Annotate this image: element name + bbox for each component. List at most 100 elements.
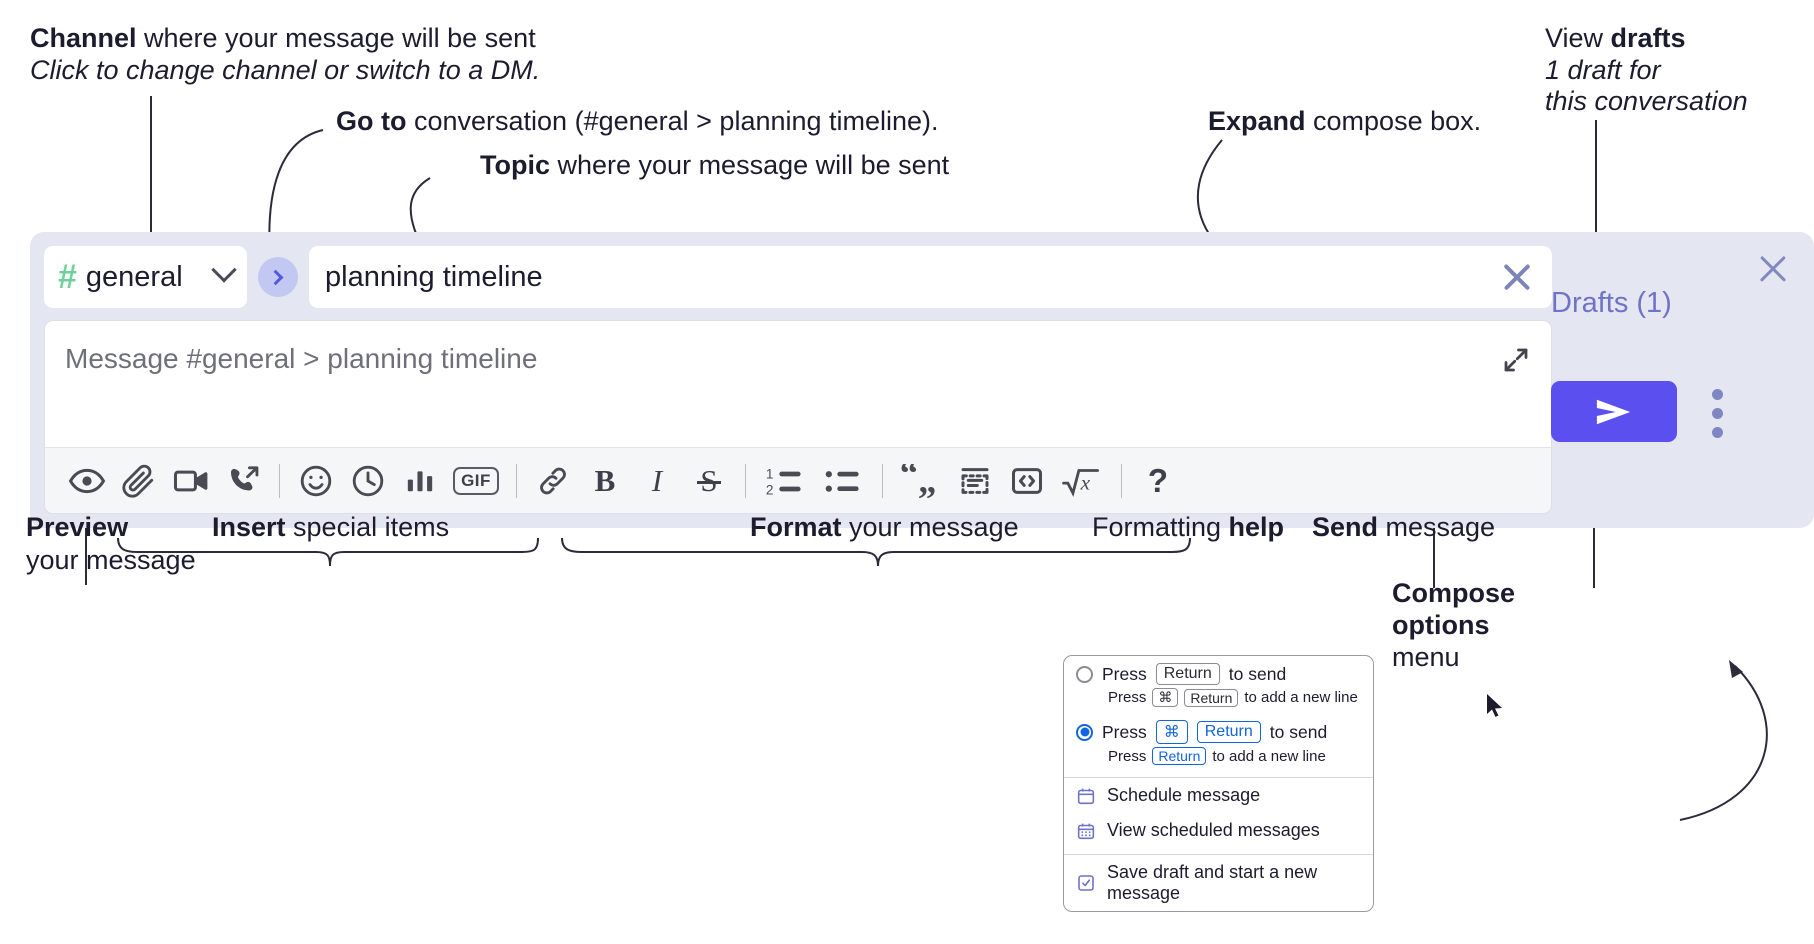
formatting-toolbar: GIF B I S 1 2 [45,447,1551,513]
blockquote-icon[interactable]: “ „ [893,455,949,507]
menu-divider [1064,777,1373,778]
calendar-grid-icon [1077,823,1095,839]
annotation-channel-sub: Click to change channel or switch to a D… [30,55,541,85]
clear-topic-icon[interactable] [1500,260,1534,294]
menu-item-view-scheduled[interactable]: View scheduled messages [1064,813,1373,848]
italic-label: I [651,462,663,498]
goto-conversation-button[interactable] [258,257,298,297]
send-option-row[interactable]: Press Return to send [1064,656,1373,687]
menu-item-label: Schedule message [1107,785,1261,805]
strikethrough-icon[interactable]: S [683,455,735,507]
mouse-cursor [1487,694,1502,717]
option-sub-post: to add a new line [1212,747,1326,765]
menu-item-label: View scheduled messages [1107,820,1320,840]
expand-icon[interactable] [1501,345,1531,375]
annotation-drafts-bold: drafts [1610,23,1686,53]
annotation-format-rest: your message [841,512,1019,542]
kebab-dot [1712,408,1723,419]
annotation-insert: Insert special items [212,512,449,544]
attachment-icon[interactable] [113,455,165,507]
compose-box: # general planning timeline Message #gen… [30,232,1814,528]
annotation-help-bold: help [1228,512,1285,542]
compose-header-row: # general planning timeline [44,246,1552,308]
annotation-goto-bold: Go to [336,106,407,136]
key-return: Return [1152,747,1207,765]
topic-value: planning timeline [325,260,543,293]
key-command: ⌘ [1152,688,1179,707]
clock-icon[interactable] [342,455,394,507]
annotation-help: Formatting help [1092,512,1284,544]
svg-text:1: 1 [766,466,774,481]
annotation-format: Format your message [750,512,1019,544]
calendar-icon [1077,788,1095,804]
drafts-link[interactable]: Drafts (1) [1551,287,1672,319]
math-icon[interactable]: x [1053,455,1111,507]
annotation-goto: Go to conversation (#general > planning … [336,106,939,138]
annotation-insert-bold: Insert [212,512,286,542]
link-icon[interactable] [527,455,579,507]
menu-item-schedule-message[interactable]: Schedule message [1064,778,1373,813]
annotation-send: Send message [1312,512,1495,544]
annotation-drafts-sub1: 1 draft for [1545,55,1661,85]
send-button[interactable] [1551,381,1677,442]
option-post: to send [1228,663,1287,684]
inline-code-icon[interactable] [1001,455,1053,507]
annotation-drafts-plain: View [1545,23,1611,53]
help-icon[interactable]: ? [1132,455,1184,507]
gif-label: GIF [453,466,499,495]
kebab-dot [1712,389,1723,400]
audio-call-icon[interactable] [217,455,269,507]
annotation-channel-rest: where your message will be sent [136,23,536,53]
compose-right-pane: Drafts (1) [1538,232,1814,528]
annotation-compose-options-bold2: options [1392,610,1490,640]
annotation-compose-options-1: Compose [1392,578,1515,610]
annotation-insert-rest: special items [285,512,450,542]
toolbar-divider [516,463,517,498]
menu-item-save-draft[interactable]: Save draft and start a new message [1064,855,1373,911]
emoji-icon[interactable] [290,455,342,507]
send-option-sub: Press Return to add a new line [1064,746,1373,771]
toolbar-divider [279,463,280,498]
toolbar-divider [882,463,883,498]
bold-label: B [594,462,616,498]
compose-options-menu: Press Return to send Press ⌘ Return to a… [1063,655,1374,912]
option-sub-pre: Press [1108,689,1147,706]
compose-options-button[interactable] [1712,389,1724,446]
compose-main-column: # general planning timeline Message #gen… [44,246,1552,514]
italic-icon[interactable]: I [631,455,683,507]
toolbar-divider [745,463,746,498]
message-input-area[interactable]: Message #general > planning timeline [44,320,1552,514]
bulleted-list-icon[interactable] [814,455,872,507]
annotation-compose-options-3: menu [1392,642,1460,672]
save-draft-icon [1078,875,1094,891]
annotation-expand-rest: compose box. [1305,106,1482,136]
annotation-topic-bold: Topic [480,150,550,180]
chevron-down-icon [211,257,237,283]
gif-icon[interactable]: GIF [446,455,506,507]
topic-input[interactable]: planning timeline [309,246,1552,308]
annotation-expand: Expand compose box. [1208,106,1481,138]
key-return: Return [1184,688,1239,707]
preview-icon[interactable] [61,455,113,507]
annotation-expand-bold: Expand [1208,106,1306,136]
option-sub-post: to add a new line [1244,689,1358,706]
radio-command-return-to-send[interactable] [1076,723,1093,741]
channel-name-label: general [85,260,183,293]
radio-return-to-send[interactable] [1076,665,1093,683]
message-placeholder: Message #general > planning timeline [65,343,538,374]
channel-selector[interactable]: # general [44,246,247,308]
svg-text:x: x [1080,470,1091,494]
close-icon[interactable] [1756,252,1790,286]
bold-icon[interactable]: B [579,455,631,507]
annotation-send-bold: Send [1312,512,1379,542]
send-option-row[interactable]: Press ⌘ Return to send [1064,713,1373,746]
video-icon[interactable] [165,455,217,507]
poll-icon[interactable] [394,455,446,507]
send-icon [1596,399,1631,424]
kebab-dot [1712,427,1723,438]
code-block-icon[interactable] [949,455,1001,507]
annotation-channel-bold: Channel [30,23,137,53]
annotation-topic-rest: where your message will be sent [550,150,950,180]
option-pre: Press [1102,721,1147,742]
ordered-list-icon[interactable]: 1 2 [756,455,814,507]
